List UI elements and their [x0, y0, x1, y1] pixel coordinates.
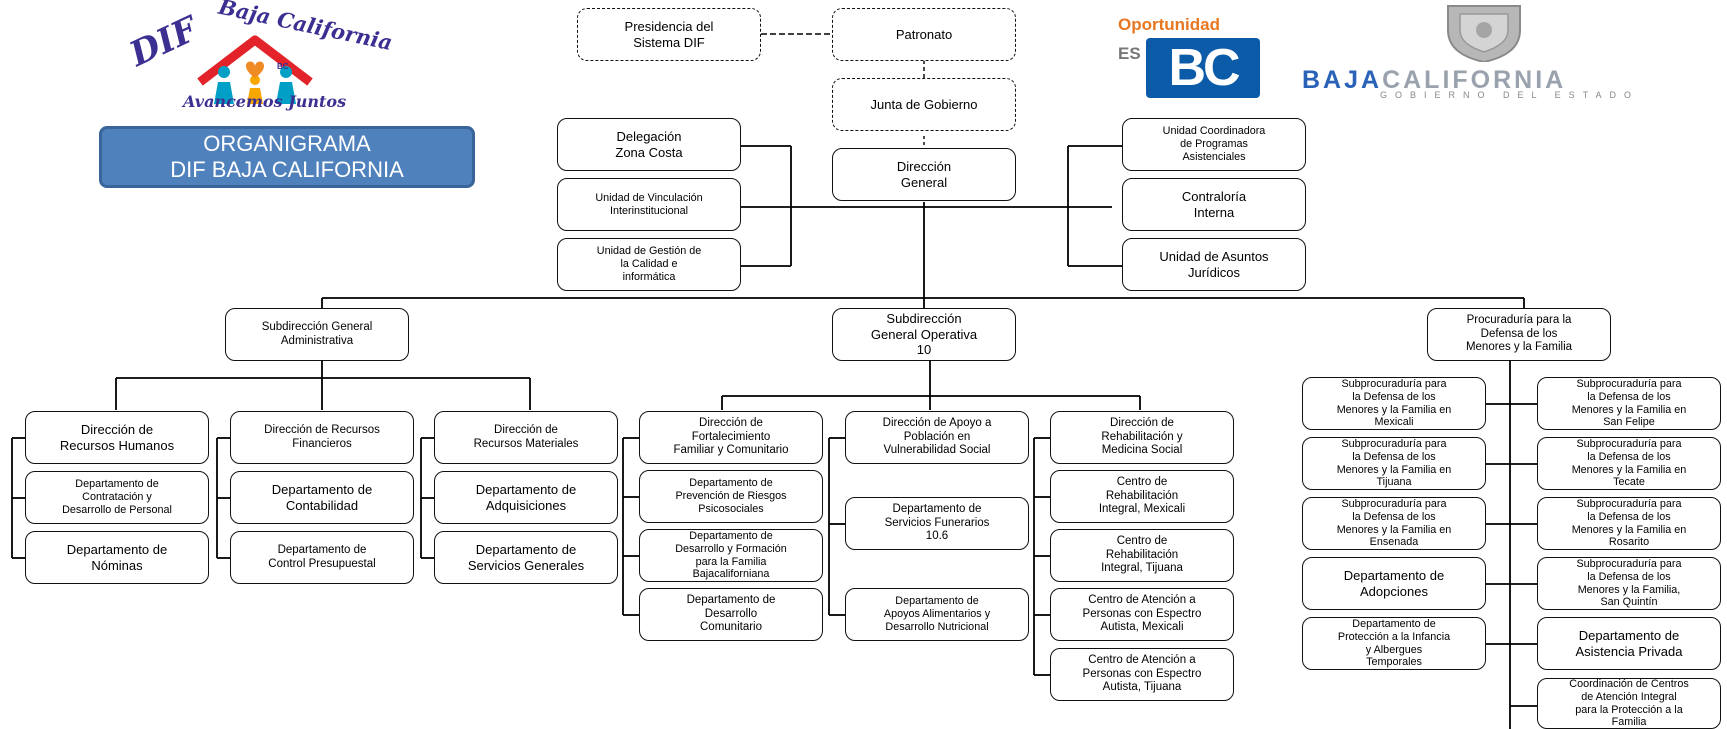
- node-sub-ensenada: Subprocuraduría para la Defensa de los M…: [1302, 497, 1486, 550]
- node-sub-tecate: Subprocuraduría para la Defensa de los M…: [1537, 437, 1721, 490]
- california-text: CALIFORNIA: [1382, 66, 1567, 94]
- es-text: ES: [1118, 44, 1141, 63]
- node-adopciones: Departamento de Adopciones: [1302, 557, 1486, 610]
- node-delegacion-zona-costa: Delegación Zona Costa: [557, 118, 741, 171]
- node-recursos-materiales: Dirección de Recursos Materiales: [434, 411, 618, 464]
- node-fortalecimiento-familiar: Dirección de Fortalecimiento Familiar y …: [639, 411, 823, 464]
- node-cri-mexicali: Centro de Rehabilitación Integral, Mexic…: [1050, 470, 1234, 523]
- node-patronato: Patronato: [832, 8, 1016, 61]
- node-rehabilitacion-medicina: Dirección de Rehabilitación y Medicina S…: [1050, 411, 1234, 464]
- node-recursos-financieros: Dirección de Recursos Financieros: [230, 411, 414, 464]
- dif-bc-mark: BC: [277, 62, 289, 71]
- node-recursos-humanos: Dirección de Recursos Humanos: [25, 411, 209, 464]
- node-sub-tijuana: Subprocuraduría para la Defensa de los M…: [1302, 437, 1486, 490]
- node-coordinacion-centros: Coordinación de Centros de Atención Inte…: [1537, 678, 1721, 729]
- node-adquisiciones: Departamento de Adquisiciones: [434, 471, 618, 524]
- node-cri-tijuana: Centro de Rehabilitación Integral, Tijua…: [1050, 529, 1234, 582]
- node-asuntos-juridicos: Unidad de Asuntos Jurídicos: [1122, 238, 1306, 291]
- dif-family-icon: [197, 35, 313, 104]
- node-unidad-gestion-calidad: Unidad de Gestión de la Calidad e inform…: [557, 238, 741, 291]
- node-direccion-general: Dirección General: [832, 148, 1016, 201]
- oportunidad-text: Oportunidad: [1118, 15, 1220, 34]
- node-apoyos-alimentarios: Departamento de Apoyos Alimentarios y De…: [845, 588, 1029, 641]
- node-apoyo-vulnerabilidad: Dirección de Apoyo a Población en Vulner…: [845, 411, 1029, 464]
- node-junta-gobierno: Junta de Gobierno: [832, 78, 1016, 131]
- node-contabilidad: Departamento de Contabilidad: [230, 471, 414, 524]
- node-contratacion-personal: Departamento de Contratación y Desarroll…: [25, 471, 209, 524]
- baja-text: BAJA: [1302, 66, 1383, 94]
- chart-title: ORGANIGRAMA DIF BAJA CALIFORNIA: [99, 126, 475, 188]
- node-servicios-generales: Departamento de Servicios Generales: [434, 531, 618, 584]
- baja-california-logo-text: BAJACALIFORNIA: [1302, 66, 1566, 95]
- node-presidencia: Presidencia del Sistema DIF: [577, 8, 761, 61]
- node-control-presupuestal: Departamento de Control Presupuestal: [230, 531, 414, 584]
- gobierno-text: GOBIERNO DEL ESTADO: [1380, 90, 1640, 100]
- node-contraloria-interna: Contraloría Interna: [1122, 178, 1306, 231]
- node-asistencia-privada: Departamento de Asistencia Privada: [1537, 617, 1721, 670]
- node-procuraduria: Procuraduría para la Defensa de los Meno…: [1427, 308, 1611, 361]
- node-sub-mexicali: Subprocuraduría para la Defensa de los M…: [1302, 377, 1486, 430]
- node-autista-mexicali: Centro de Atención a Personas con Espect…: [1050, 588, 1234, 641]
- dif-logo: DIF Baja California BC Avancemos Juntos: [124, 0, 415, 113]
- node-servicios-funerarios: Departamento de Servicios Funerarios 10.…: [845, 497, 1029, 550]
- dif-slogan-text: Avancemos Juntos: [183, 92, 347, 111]
- bc-logo: BC: [1146, 38, 1260, 98]
- node-subdireccion-administrativa: Subdirección General Administrativa: [225, 308, 409, 361]
- node-unidad-vinculacion: Unidad de Vinculación Interinstitucional: [557, 178, 741, 231]
- node-nominas: Departamento de Nóminas: [25, 531, 209, 584]
- node-desarrollo-comunitario: Departamento de Desarrollo Comunitario: [639, 588, 823, 641]
- node-prevencion-riesgos: Departamento de Prevención de Riesgos Ps…: [639, 470, 823, 523]
- node-unidad-coordinadora: Unidad Coordinadora de Programas Asisten…: [1122, 118, 1306, 171]
- node-autista-tijuana: Centro de Atención a Personas con Espect…: [1050, 648, 1234, 701]
- node-subdireccion-operativa: Subdirección General Operativa 10: [832, 308, 1016, 361]
- node-proteccion-infancia: Departamento de Protección a la Infancia…: [1302, 617, 1486, 670]
- node-desarrollo-formacion: Departamento de Desarrollo y Formación p…: [639, 529, 823, 582]
- node-sub-rosarito: Subprocuraduría para la Defensa de los M…: [1537, 497, 1721, 550]
- node-sub-san-quintin: Subprocuraduría para la Defensa de los M…: [1537, 557, 1721, 610]
- node-sub-san-felipe: Subprocuraduría para la Defensa de los M…: [1537, 377, 1721, 430]
- state-seal-icon: [1447, 5, 1521, 62]
